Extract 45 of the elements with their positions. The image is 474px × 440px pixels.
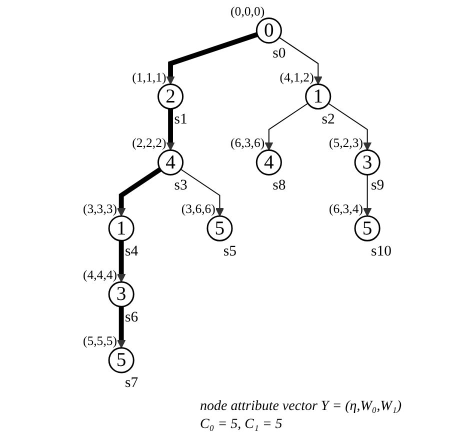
node-circle: 2 [157, 83, 184, 110]
arrow [278, 36, 322, 85]
arrow [116, 240, 126, 282]
state-label: s10 [370, 243, 392, 260]
attribute-tuple: (0,0,0) [230, 4, 264, 18]
attribute-tuple: (4,4,4) [82, 268, 117, 282]
arrow [116, 167, 162, 216]
state-label: s6 [124, 309, 138, 326]
node-circle: 1 [108, 215, 134, 242]
node-circle: 3 [354, 149, 380, 176]
state-label: s5 [223, 243, 236, 260]
state-label: s0 [272, 46, 286, 62]
state-label: s9 [370, 178, 384, 194]
arrow [328, 102, 372, 151]
attribute-tuple: (6,3,4) [328, 202, 363, 216]
arrow [116, 306, 126, 348]
attribute-tuple: (1,1,1) [132, 70, 166, 84]
attribute-tuple: (3,6,6) [181, 202, 216, 216]
attribute-tuple: (5,2,3) [328, 136, 363, 150]
note-text: C₀ = 5, C₁ = 5 [200, 416, 284, 434]
state-label: s8 [272, 178, 286, 194]
note-text: node attribute vector Y = (η,W₀,W₁) [200, 398, 402, 416]
node-circle: 5 [206, 215, 232, 242]
node-circle: 5 [354, 215, 380, 242]
state-label: s4 [124, 243, 138, 260]
attribute-tuple: (4,1,2) [279, 70, 314, 84]
attribute-tuple: (3,3,3) [82, 202, 117, 216]
attribute-tuple: (6,3,6) [230, 136, 264, 150]
node-circle: 4 [256, 149, 282, 176]
state-label: s7 [124, 375, 138, 392]
attribute-tuple: (2,2,2) [132, 136, 166, 150]
arrow [264, 102, 308, 151]
node-circle: 1 [304, 83, 331, 110]
node-circle: 4 [157, 149, 184, 176]
arrow [180, 168, 224, 216]
state-label: s1 [174, 112, 188, 128]
node-circle: 5 [108, 347, 134, 374]
node-circle: 3 [108, 281, 134, 308]
state-label: s3 [174, 178, 188, 194]
arrow [166, 108, 175, 151]
state-label: s2 [321, 112, 335, 128]
arrow [362, 174, 372, 216]
node-circle: 0 [256, 18, 282, 44]
attribute-tuple: (5,5,5) [82, 334, 117, 348]
arrow [166, 32, 258, 85]
